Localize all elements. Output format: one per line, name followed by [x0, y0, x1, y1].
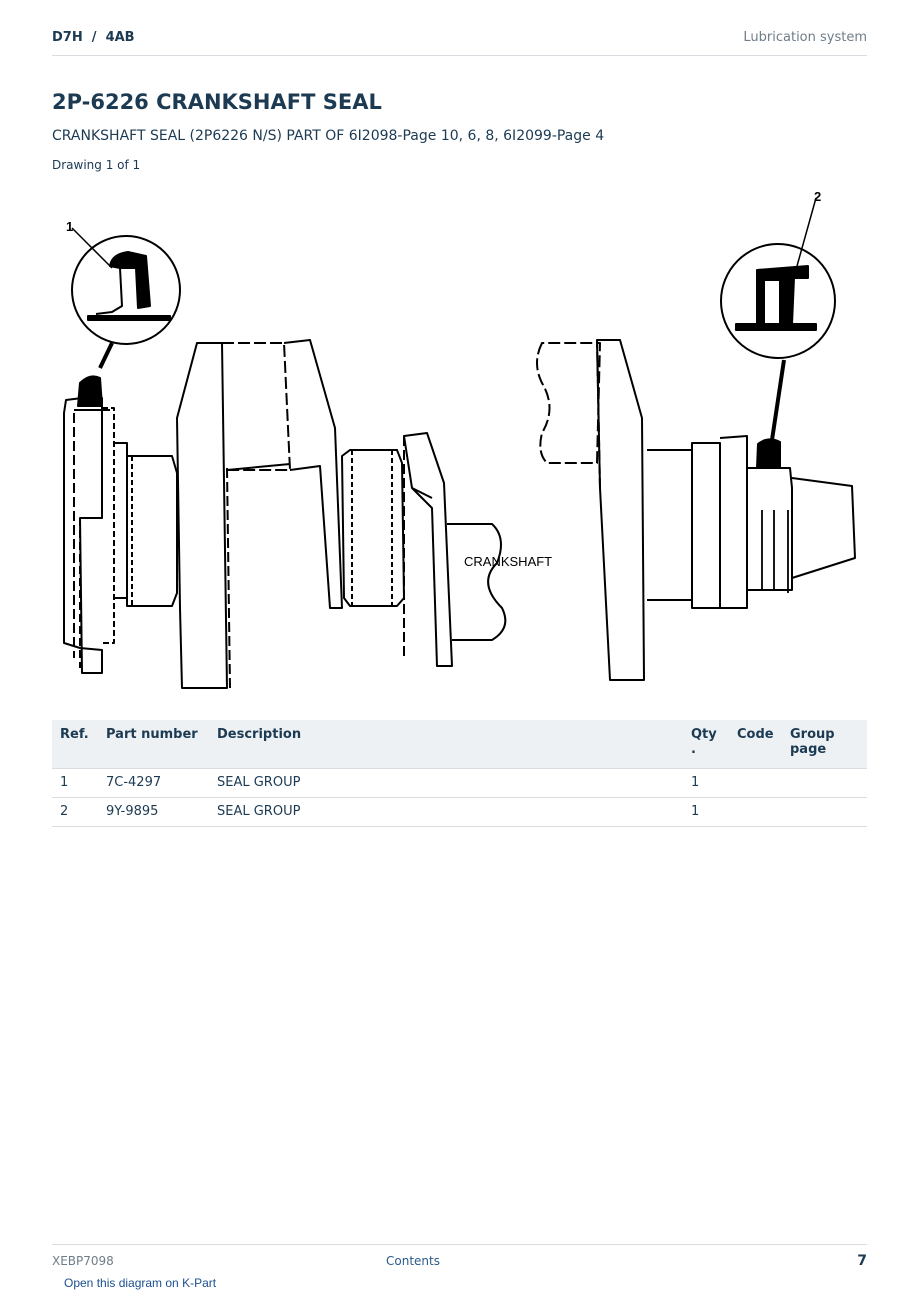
middle-journal — [341, 449, 405, 607]
col-group-page: Group page — [782, 720, 867, 768]
parts-table: Ref. Part number Description Qty . Code … — [52, 720, 867, 827]
cell-part-number: 7C-4297 — [98, 768, 209, 798]
page-title: 2P-6226 CRANKSHAFT SEAL — [52, 90, 382, 114]
crank-web-2 — [403, 432, 453, 667]
cell-description: SEAL GROUP — [209, 768, 683, 798]
page-footer: XEBP7098 Contents 7 — [52, 1244, 867, 1274]
contents-link[interactable]: Contents — [386, 1254, 440, 1268]
callout-1: 1 — [66, 219, 73, 234]
page-subtitle: CRANKSHAFT SEAL (2P6226 N/S) PART OF 6I2… — [52, 128, 605, 144]
cell-code — [729, 797, 782, 827]
breadcrumb: D7H / 4AB — [52, 30, 135, 45]
left-flange — [63, 375, 115, 674]
document-id: XEBP7098 — [52, 1254, 114, 1268]
cell-part-number: 9Y-9895 — [98, 797, 209, 827]
cell-group-page — [782, 797, 867, 827]
crankshaft-label: CRANKSHAFT — [464, 554, 552, 569]
table-header-row: Ref. Part number Description Qty . Code … — [52, 720, 867, 768]
col-ref: Ref. — [52, 720, 98, 768]
page-header: D7H / 4AB Lubrication system — [52, 28, 867, 56]
crank-pin — [447, 523, 507, 641]
drawing-count: Drawing 1 of 1 — [52, 158, 141, 172]
table-row: 2 9Y-9895 SEAL GROUP 1 — [52, 797, 867, 827]
page-number: 7 — [857, 1253, 867, 1269]
open-in-kpart-link[interactable]: Open this diagram on K-Part — [64, 1276, 217, 1290]
cell-ref: 2 — [52, 797, 98, 827]
left-journal — [114, 442, 178, 607]
crank-web-1 — [176, 339, 343, 689]
col-description: Description — [209, 720, 683, 768]
cell-qty: 1 — [683, 797, 729, 827]
detail-circle-2 — [720, 197, 836, 441]
detail-circle-1 — [71, 227, 181, 369]
col-part-number: Part number — [98, 720, 209, 768]
cell-qty: 1 — [683, 768, 729, 798]
crankshaft-drawing: CRANKSHAFT 1 — [52, 188, 867, 700]
cell-description: SEAL GROUP — [209, 797, 683, 827]
right-section — [536, 339, 856, 681]
table-row: 1 7C-4297 SEAL GROUP 1 — [52, 768, 867, 798]
col-qty: Qty . — [683, 720, 729, 768]
cell-group-page — [782, 768, 867, 798]
cell-code — [729, 768, 782, 798]
cell-ref: 1 — [52, 768, 98, 798]
col-code: Code — [729, 720, 782, 768]
section-name: Lubrication system — [743, 30, 867, 45]
callout-2: 2 — [814, 189, 821, 204]
